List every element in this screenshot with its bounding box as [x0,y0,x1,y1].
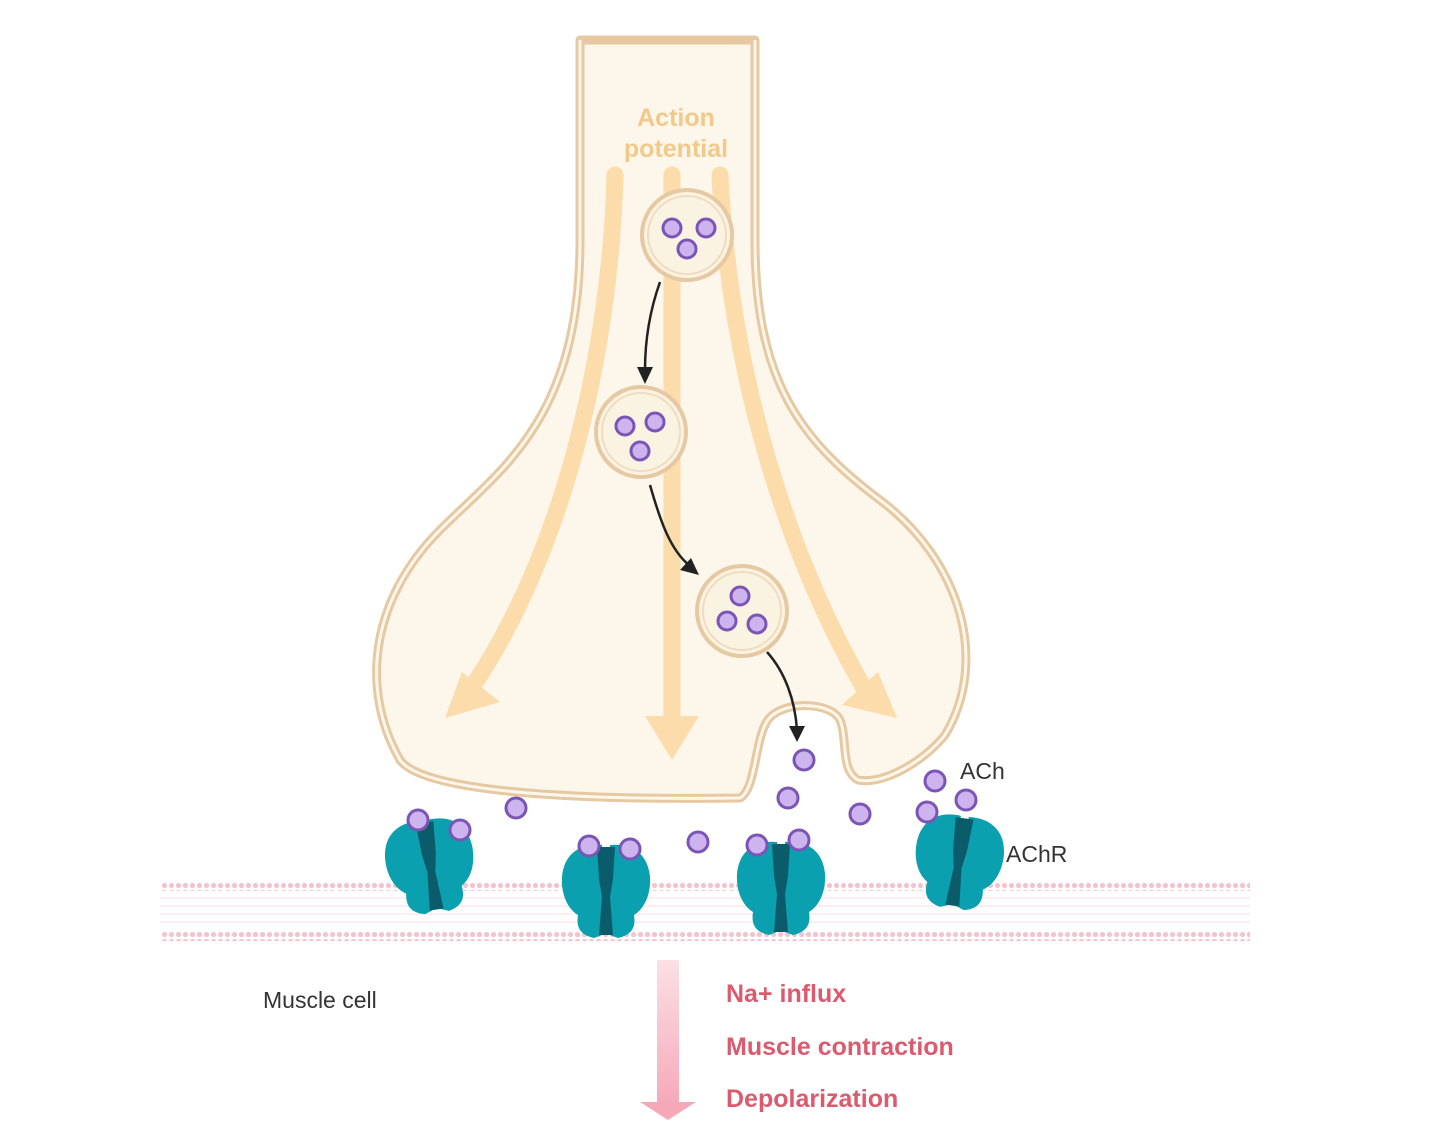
signal-arrowheads [445,672,897,760]
acetylcholine-molecule-icon [915,800,939,824]
acetylcholine-molecule-icon [792,748,816,772]
acetylcholine-molecule-icon [644,411,666,433]
acetylcholine-molecule-icon [716,610,738,632]
acetylcholine-molecule-icon [745,833,769,857]
acetylcholine-molecule-icon [618,837,642,861]
vesicle-contents [614,217,768,635]
acetylcholine-molecule-icon [614,415,636,437]
vesicle-membrane [640,188,734,282]
effect-depolarization: Depolarization [726,1085,899,1113]
acetylcholine-receptor-icon [915,814,1004,911]
acetylcholine-molecule-icon [629,440,651,462]
signal-arrow-left [461,166,624,699]
vesicle-membrane [594,385,688,479]
synaptic-vesicle-icon [640,188,734,282]
vesicle-path-arrowheads [637,367,805,742]
membrane-inner-leaflet [160,931,1250,941]
acetylcholine-molecule-icon [848,802,872,826]
acetylcholine-molecule-icon [686,830,710,854]
receptor-subunit-left [915,814,961,907]
vesicle-membrane-inner [702,571,782,651]
vesicle-path-arrowhead-1 [637,367,653,384]
signal-arrowhead-left [445,672,500,718]
acetylcholine-molecule-icon [787,828,811,852]
acetylcholine-molecule-icon [954,788,978,812]
receptor-subunit-left [736,841,777,935]
acetylcholine-molecule-icon [729,585,751,607]
vesicle-membrane [695,564,789,658]
acetylcholine-molecule-icon [923,769,947,793]
acetylcholine-molecule-icon [406,808,430,832]
acetylcholine-receptor-icon [385,818,474,915]
free-ach-group [406,748,978,861]
ach-label: ACh [960,758,1005,784]
receptor-channel-pore [772,844,790,932]
acetylcholine-molecule-icon [676,238,698,260]
receptor-subunit-right [610,844,651,938]
signal-arrowhead-right [842,672,897,718]
axon-terminal-inner-outline [375,40,968,800]
acetylcholine-receptor-icon [561,844,651,938]
acetylcholine-receptor-icon [736,841,826,935]
receptor-channel-pore [597,847,615,935]
receptor-subunit-left [561,844,602,938]
vesicle-membrane-inner [601,392,681,472]
effect-na-influx: Na+ influx [726,980,847,1008]
acetylcholine-molecule-icon [776,786,800,810]
synaptic-vesicle-icon [594,385,688,479]
receptor-channel-pore [415,821,444,911]
action-potential-label-line2: potential [623,135,729,163]
membrane-lipid-tails [160,897,1250,923]
vesicle-path-arrowhead-2 [680,558,699,575]
receptor-subunit-right [428,818,474,911]
action-potential-label-line1: Action [637,104,715,132]
acetylcholine-molecule-icon [661,217,683,239]
acetylcholine-molecule-icon [504,796,528,820]
vesicle-path-1 [643,281,662,371]
action-potential-label: Action potential [596,103,756,165]
vesicle-path-arrowhead-3 [789,726,805,742]
achr-label: AChR [1006,841,1068,867]
vesicle-membrane-inner [647,195,727,275]
synaptic-vesicle-icon [695,564,789,658]
acetylcholine-molecule-icon [695,217,717,239]
receptor-group [385,814,1004,938]
membrane-outer-leaflet [160,881,1250,891]
muscle-cell-label: Muscle cell [263,987,377,1013]
vesicle-path-2 [648,484,691,567]
acetylcholine-molecule-icon [577,834,601,858]
acetylcholine-molecule-icon [746,613,768,635]
acetylcholine-molecule-icon [448,818,472,842]
vesicle-path-3 [766,651,799,731]
vesicle-path-arrows [643,281,799,731]
signal-arrowhead-center [645,716,699,760]
downstream-effect-arrow [640,960,696,1120]
muscle-membrane [160,881,1250,941]
receptor-subunit-right [785,841,826,935]
effect-muscle-contraction: Muscle contraction [726,1033,954,1061]
receptor-channel-pore [945,817,974,907]
